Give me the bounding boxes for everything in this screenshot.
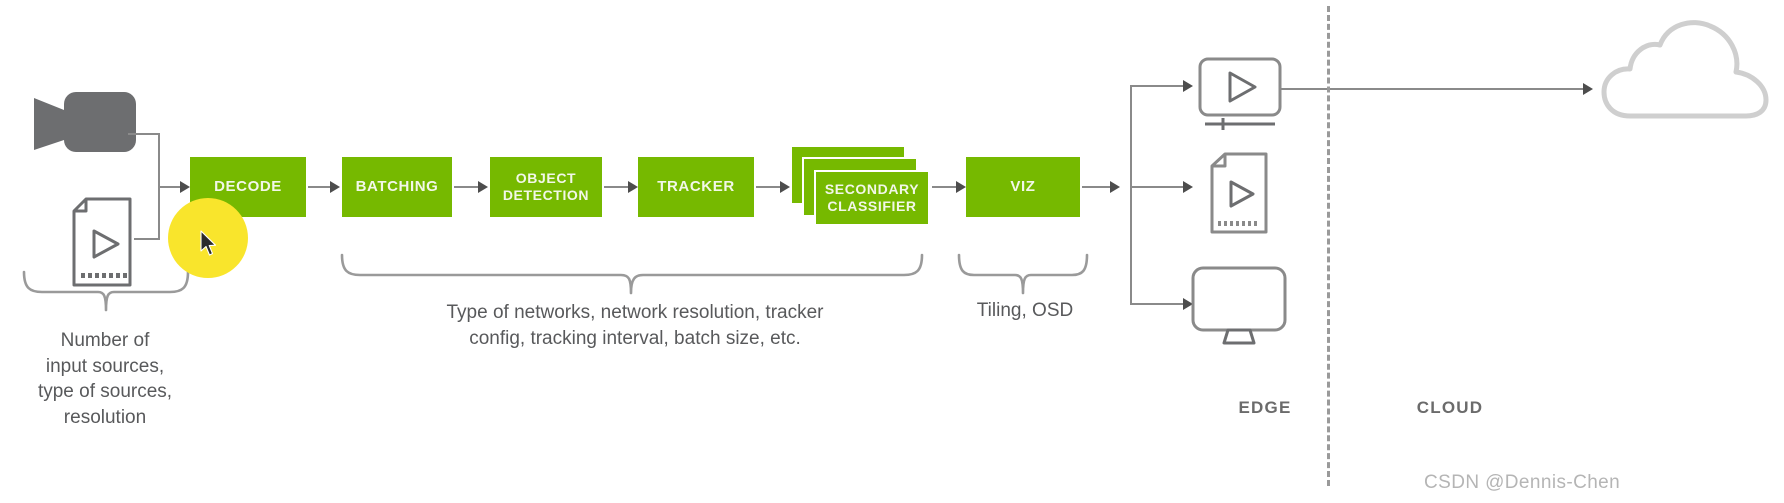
caption-networks-line2: config, tracking interval, batch size, e…: [469, 327, 801, 349]
stage-label-secondary-classifier-line2: CLASSIFIER: [827, 198, 917, 214]
caption-networks-line1: Type of networks, network resolution, tr…: [446, 302, 824, 323]
caption-viz-text: Tiling, OSD: [976, 300, 1074, 321]
stage-box-batching[interactable]: BATCHING: [342, 157, 452, 217]
stage-label-viz: VIZ: [1010, 177, 1036, 195]
arrow-into-decode: [180, 181, 190, 193]
connector-player-to-cloud: [1280, 88, 1590, 90]
viz-brace: [955, 253, 1091, 295]
stage-label-object-detection-line1: OBJECT: [515, 169, 577, 186]
stage-label-tracker: TRACKER: [657, 177, 735, 195]
merge-to-decode: [158, 186, 184, 188]
connector-decode-batching: [308, 186, 334, 188]
arrow-into-branch: [1110, 181, 1120, 193]
caption-input-sources: Number of input sources, type of sources…: [10, 328, 200, 431]
stage-box-viz[interactable]: VIZ: [966, 157, 1080, 217]
arrow-into-cloud: [1583, 83, 1593, 95]
branch-to-file: [1130, 186, 1188, 188]
arrow-into-viz: [956, 181, 966, 193]
stage-label-object-detection-line2: DETECTION: [502, 187, 590, 203]
branch-to-display: [1130, 303, 1188, 305]
video-player-icon: [1197, 56, 1283, 130]
connector-tracker-secclass: [756, 186, 784, 188]
connector-batching-objdet: [454, 186, 482, 188]
zone-label-edge: EDGE: [1238, 398, 1292, 417]
caption-networks: Type of networks, network resolution, tr…: [385, 300, 885, 351]
file-connector-h: [134, 238, 160, 240]
branch-to-player: [1130, 85, 1188, 87]
camera-connector-h: [128, 133, 160, 135]
caption-input-line4: resolution: [63, 406, 147, 428]
cloud-icon: [1600, 16, 1780, 128]
video-file-icon: [68, 197, 140, 287]
caption-input-line2: input sources,: [45, 355, 165, 377]
output-video-file-icon: [1208, 152, 1274, 234]
stage-label-decode: DECODE: [214, 177, 282, 195]
arrow-into-player: [1183, 80, 1193, 92]
caption-input-line3: type of sources,: [37, 381, 173, 403]
connector-objdet-tracker: [604, 186, 632, 188]
inputs-brace: [20, 270, 192, 312]
arrow-into-batching: [330, 181, 340, 193]
stage-box-object-detection[interactable]: OBJECT DETECTION: [490, 157, 602, 217]
monitor-icon: [1190, 265, 1288, 347]
mouse-cursor: [199, 230, 219, 258]
arrow-into-secondary-classifier: [780, 181, 790, 193]
networks-brace: [338, 253, 932, 295]
stage-label-secondary-classifier-line1: SECONDARY: [824, 180, 920, 197]
arrow-into-object-detection: [478, 181, 488, 193]
arrow-into-output-file: [1183, 181, 1193, 193]
stage-label-batching: BATCHING: [355, 177, 439, 195]
video-camera-icon: [28, 88, 140, 152]
csdn-watermark: CSDN @Dennis-Chen: [1424, 472, 1621, 493]
arrow-into-tracker: [628, 181, 638, 193]
connector-viz-branch: [1082, 186, 1114, 188]
caption-viz: Tiling, OSD: [945, 298, 1105, 324]
output-branch-bus: [1130, 85, 1132, 303]
caption-input-line1: Number of: [60, 330, 150, 351]
stage-box-tracker[interactable]: TRACKER: [638, 157, 754, 217]
edge-cloud-divider: [1327, 6, 1330, 486]
stage-box-secondary-classifier[interactable]: SECONDARY CLASSIFIER: [814, 170, 930, 226]
connector-secclass-viz: [932, 186, 960, 188]
zone-label-cloud: CLOUD: [1416, 398, 1484, 417]
arrow-into-display: [1183, 298, 1193, 310]
